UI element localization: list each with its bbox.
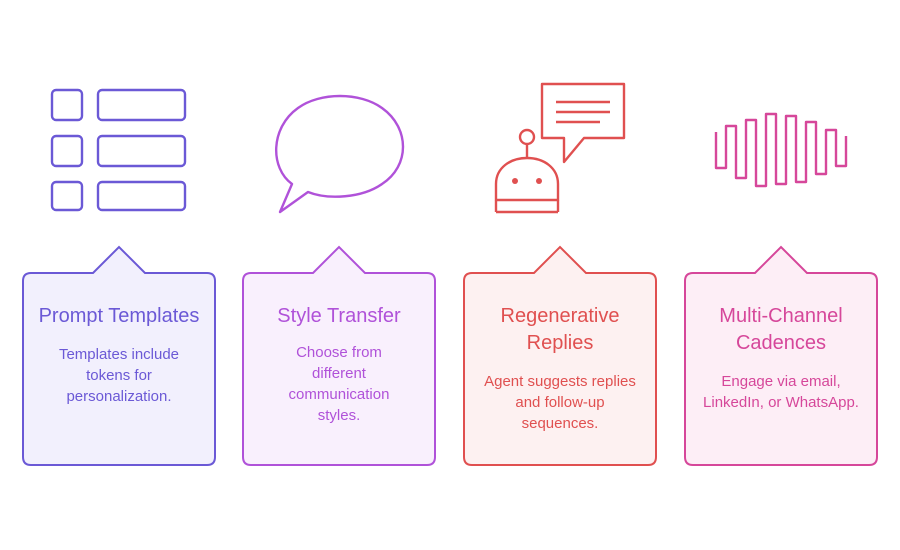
card-title: Prompt Templates [38, 305, 200, 327]
card-multi-channel-cadences: Multi-Channel Cadences Engage via email,… [683, 245, 879, 468]
speech-bubble-icon [275, 94, 405, 214]
card-prompt-templates: Prompt Templates Templates include token… [21, 245, 217, 468]
card-description: Choose from different communication styl… [288, 344, 390, 424]
card-description: Engage via email, LinkedIn, or WhatsApp. [703, 373, 859, 411]
card-title: Regenerative Replies [500, 305, 620, 354]
robot-chat-icon [494, 82, 626, 214]
card-title: Multi-Channel Cadences [719, 305, 843, 354]
card-style-transfer: Style Transfer Choose from different com… [241, 245, 437, 468]
waveform-icon [714, 112, 848, 188]
card-description: Agent suggests replies and follow-up seq… [484, 373, 636, 432]
card-title: Style Transfer [277, 305, 401, 327]
card-regenerative-replies: Regenerative Replies Agent suggests repl… [462, 245, 658, 468]
list-icon [50, 88, 187, 212]
card-description: Templates include tokens for personaliza… [58, 346, 180, 405]
